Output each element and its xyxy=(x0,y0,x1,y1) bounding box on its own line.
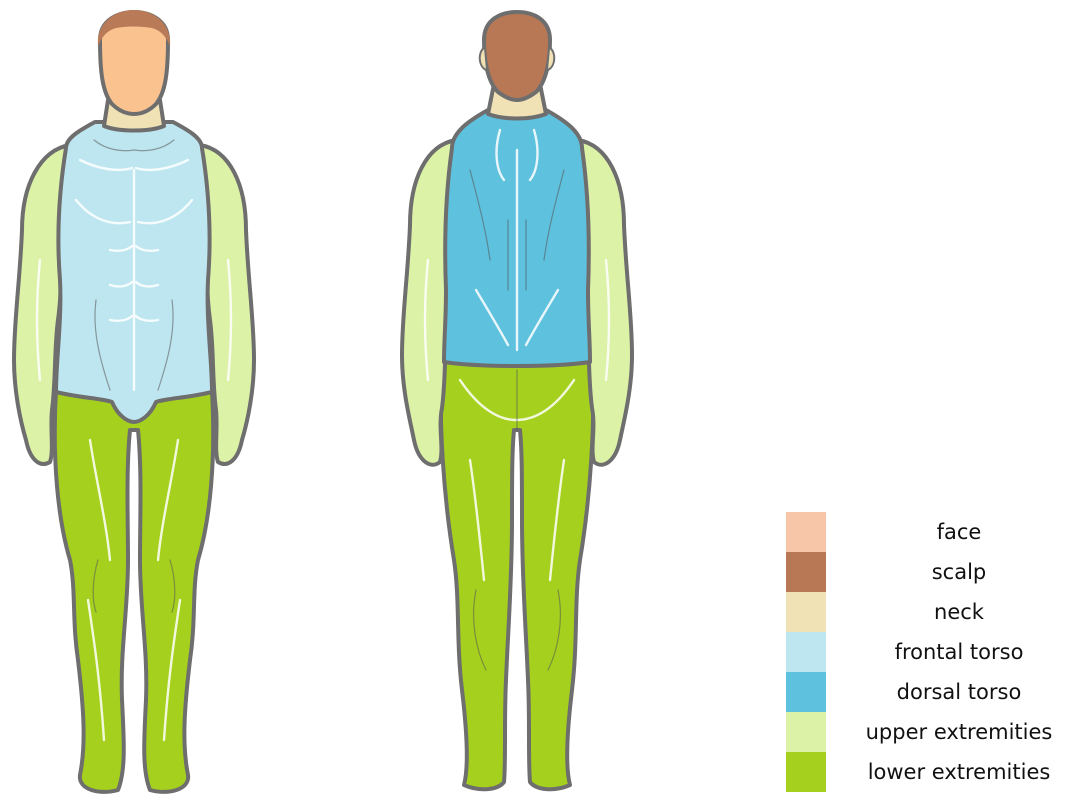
back-scalp-region xyxy=(484,12,550,100)
legend-swatch-upper-extremities xyxy=(786,712,826,752)
legend: face scalp neck frontal torso dorsal tor… xyxy=(786,512,1082,792)
legend-label-upper-extremities: upper extremities xyxy=(826,720,1082,744)
legend-swatch-dorsal-torso xyxy=(786,672,826,712)
legend-label-face: face xyxy=(826,520,1082,544)
front-view-figure xyxy=(14,10,254,792)
legend-item-face: face xyxy=(786,512,1082,552)
legend-swatch-face xyxy=(786,512,826,552)
legend-swatch-frontal-torso xyxy=(786,632,826,672)
legend-swatch-neck xyxy=(786,592,826,632)
legend-label-frontal-torso: frontal torso xyxy=(826,640,1082,664)
legend-label-dorsal-torso: dorsal torso xyxy=(826,680,1082,704)
legend-label-scalp: scalp xyxy=(826,560,1082,584)
legend-label-lower-extremities: lower extremities xyxy=(826,760,1082,784)
front-lower-extremities-region xyxy=(55,390,213,792)
legend-item-upper-extremities: upper extremities xyxy=(786,712,1082,752)
legend-item-neck: neck xyxy=(786,592,1082,632)
legend-item-scalp: scalp xyxy=(786,552,1082,592)
legend-label-neck: neck xyxy=(826,600,1082,624)
legend-swatch-lower-extremities xyxy=(786,752,826,792)
legend-swatch-scalp xyxy=(786,552,826,592)
legend-item-lower-extremities: lower extremities xyxy=(786,752,1082,792)
legend-item-dorsal-torso: dorsal torso xyxy=(786,672,1082,712)
back-view-figure xyxy=(402,12,632,789)
legend-item-frontal-torso: frontal torso xyxy=(786,632,1082,672)
